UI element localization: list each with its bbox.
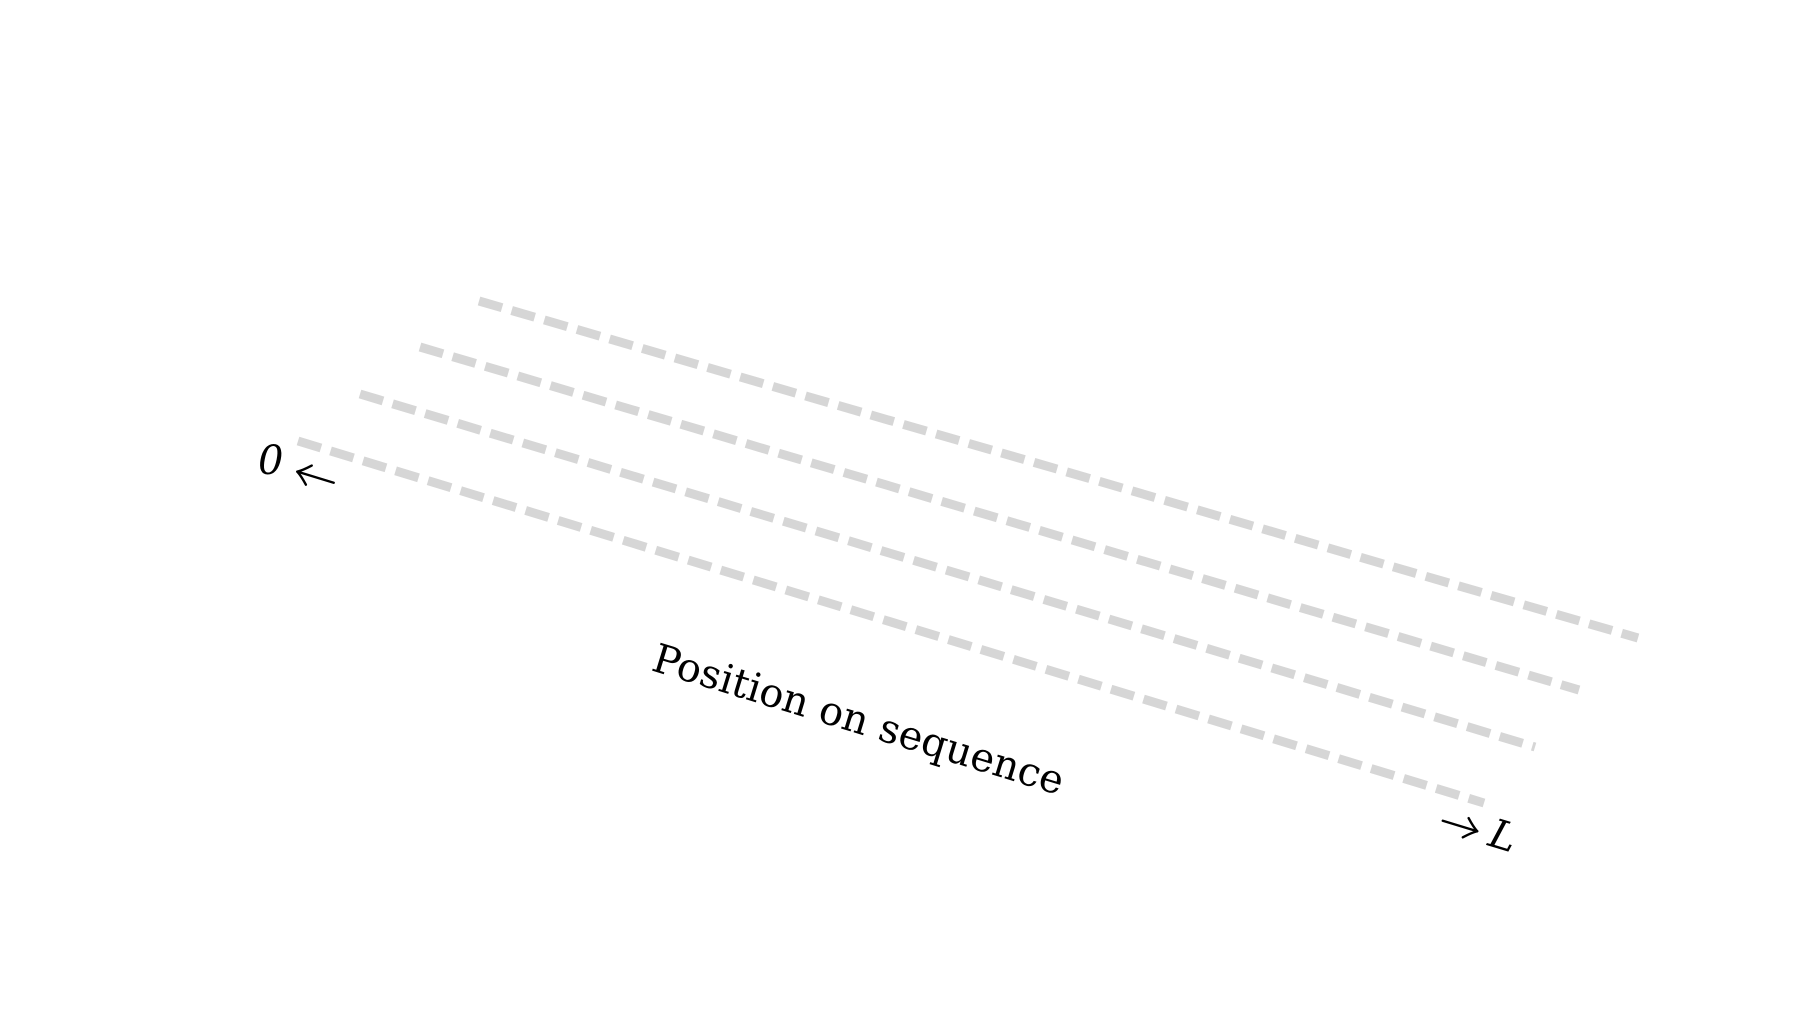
sequence-lines <box>296 296 1640 808</box>
sequence-line-2 <box>418 342 1581 695</box>
end-arrow-icon <box>1441 816 1479 839</box>
start-arrow-icon <box>296 464 335 486</box>
sequence-line-3 <box>358 389 1537 752</box>
end-marker: L <box>1441 810 1523 862</box>
sequence-line-4 <box>296 436 1486 808</box>
start-label: 0 <box>258 438 283 484</box>
sequence-line-1 <box>477 296 1640 643</box>
axis-caption: Position on sequence <box>647 636 1070 805</box>
start-marker: 0 <box>258 438 335 486</box>
end-label: L <box>1483 810 1523 862</box>
